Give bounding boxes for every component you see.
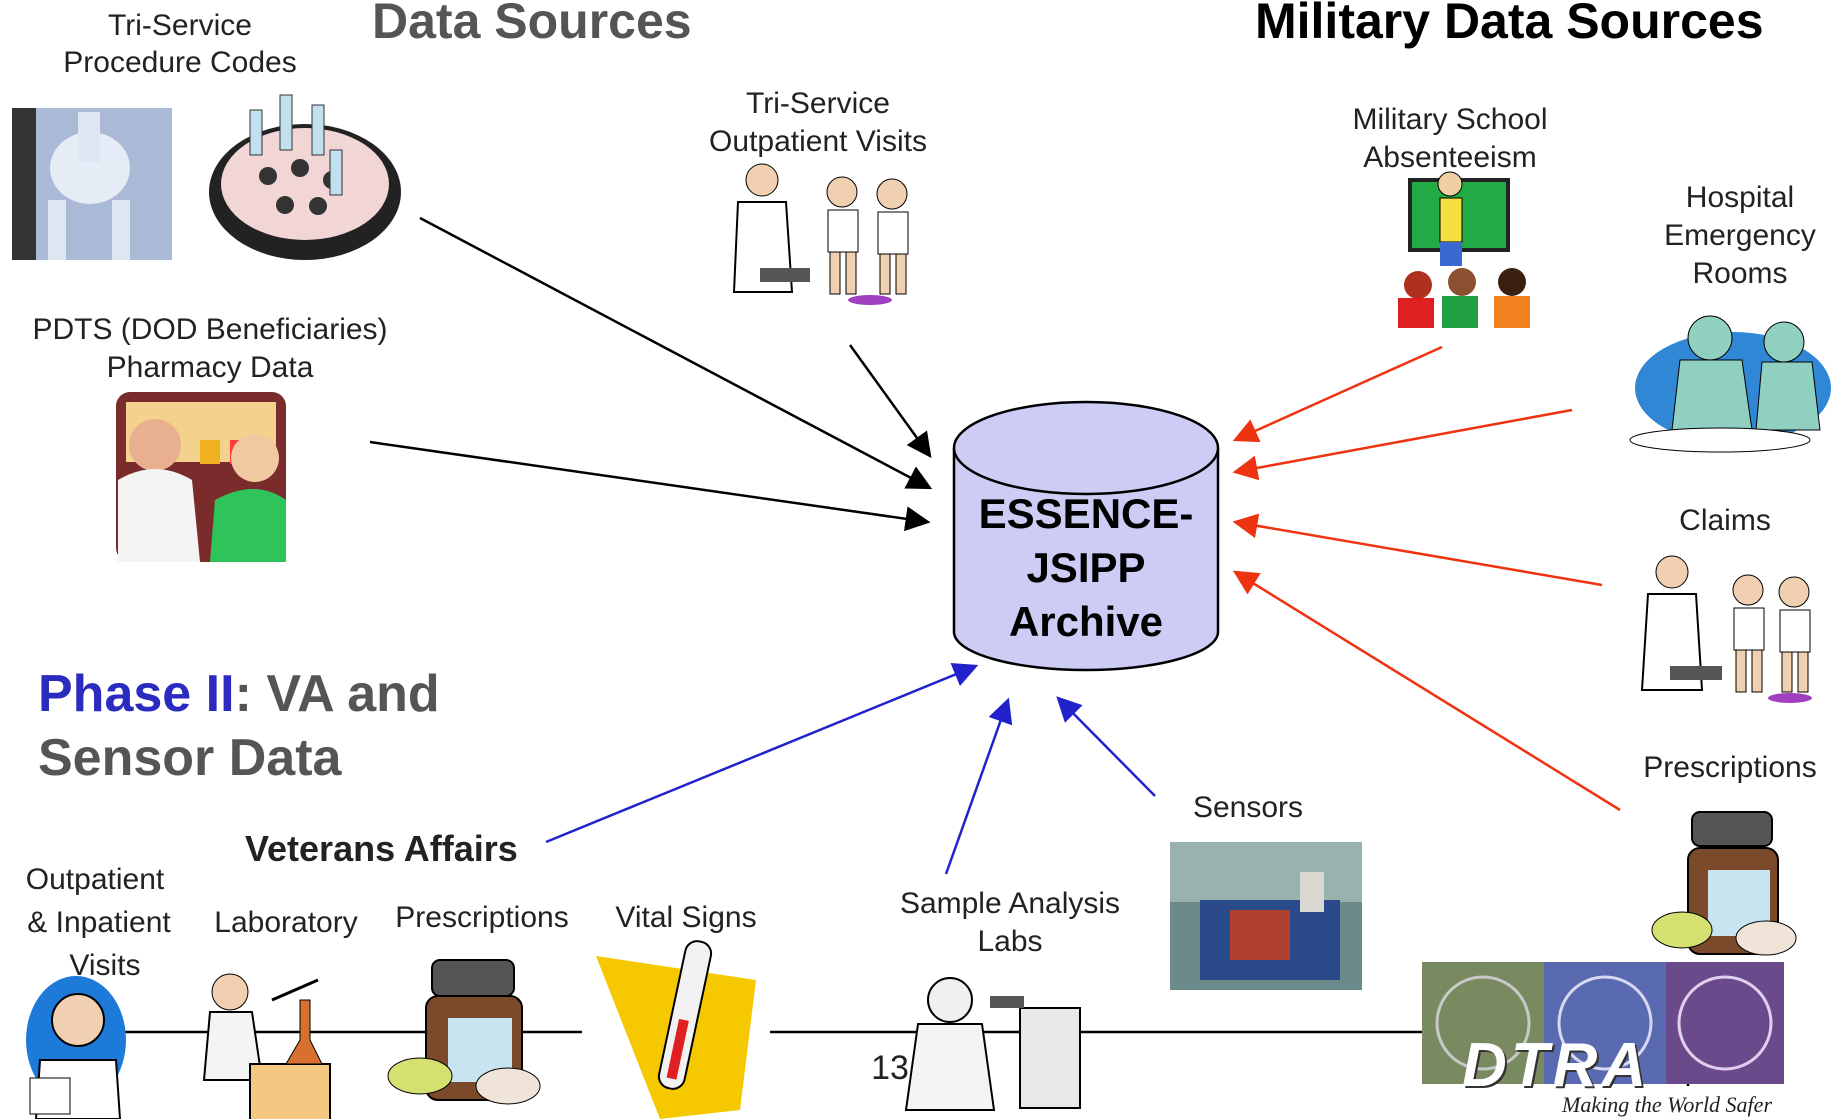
dtra-tagline: Making the World Safer: [1562, 1092, 1772, 1117]
thermometer-icon: [596, 940, 756, 1119]
laboratory-icon: [202, 973, 331, 1119]
arrow-claims: [1232, 513, 1603, 587]
va-outpatient-label-1: Outpatient: [25, 863, 165, 896]
military-prescriptions-label: Prescriptions: [1643, 751, 1817, 784]
school-label-1: Military School: [1352, 103, 1548, 136]
arrow-veterans: [545, 662, 979, 844]
outpatient-visits-label-2: Outpatient Visits: [709, 125, 927, 158]
sample-labs-label-1: Sample Analysis: [899, 887, 1121, 920]
claims-label: Claims: [1679, 504, 1771, 537]
data-sources-title: Data Sources: [372, 0, 692, 49]
archive-line-2: JSIPP: [1026, 544, 1146, 591]
pill-bottle-icon-military: [1651, 811, 1797, 956]
pill-bottle-icon-va: [387, 959, 541, 1105]
phase-ii-heading-line-1: Phase II: VA and: [38, 664, 440, 724]
phase-ii-prefix: Phase II: [38, 665, 235, 723]
phase-ii-heading-line-2: Sensor Data: [38, 729, 342, 787]
va-outpatient-label-3: Visits: [69, 949, 141, 982]
arrow-labs: [944, 697, 1013, 875]
arrow-outpatient-visits: [848, 344, 932, 459]
dtra-logo-text: DTRA: [1462, 1031, 1651, 1100]
claims-doctor-kids-icon: [1640, 555, 1812, 703]
veterans-affairs-label: Veterans Affairs: [245, 828, 518, 869]
er-label-1: Hospital: [1685, 181, 1795, 214]
procedure-codes-label-2: Procedure Codes: [63, 46, 297, 79]
va-laboratory-label: Laboratory: [214, 906, 358, 939]
pdts-label-2: Pharmacy Data: [106, 351, 314, 384]
sensors-label: Sensors: [1192, 791, 1304, 824]
military-data-sources-title: Military Data Sources: [1255, 0, 1764, 49]
er-label-2: Emergency: [1664, 219, 1816, 252]
pdts-label-1: PDTS (DOD Beneficiaries): [32, 313, 388, 346]
sample-labs-label-2: Labs: [977, 925, 1043, 958]
phase-ii-suffix: : VA and: [234, 665, 440, 723]
arrow-sensors: [1056, 696, 1156, 797]
archive-cylinder: [952, 400, 1220, 672]
archive-line-1: ESSENCE-: [978, 490, 1194, 537]
arrow-pharmacy: [369, 440, 931, 532]
xray-icon: [12, 108, 172, 260]
arrow-procedure-codes: [419, 216, 933, 490]
sensor-photo: [1170, 842, 1362, 990]
classroom-icon: [1398, 171, 1530, 328]
arrow-er: [1232, 408, 1573, 481]
va-prescriptions-label: Prescriptions: [395, 901, 569, 934]
microscope-scientist-icon: [904, 977, 1081, 1111]
va-vital-signs-label: Vital Signs: [615, 901, 757, 934]
va-outpatient-label-2: & Inpatient: [27, 906, 171, 939]
petri-dish-icon: [209, 94, 401, 260]
page-number: 13: [871, 1049, 909, 1087]
archive-line-3: Archive: [1008, 598, 1164, 645]
school-label-2: Absenteeism: [1363, 141, 1537, 174]
pharmacy-icon: [116, 392, 286, 562]
va-doctor-icon: [26, 976, 126, 1119]
dtra-logo: [1422, 962, 1784, 1084]
arrow-school: [1232, 345, 1443, 443]
doctor-kids-icon: [732, 163, 909, 305]
surgeons-icon: [1629, 315, 1831, 453]
er-label-3: Rooms: [1692, 257, 1788, 290]
arrow-prescriptions: [1232, 570, 1621, 812]
procedure-codes-label-1: Tri-Service: [108, 9, 252, 42]
outpatient-visits-label-1: Tri-Service: [746, 87, 890, 120]
